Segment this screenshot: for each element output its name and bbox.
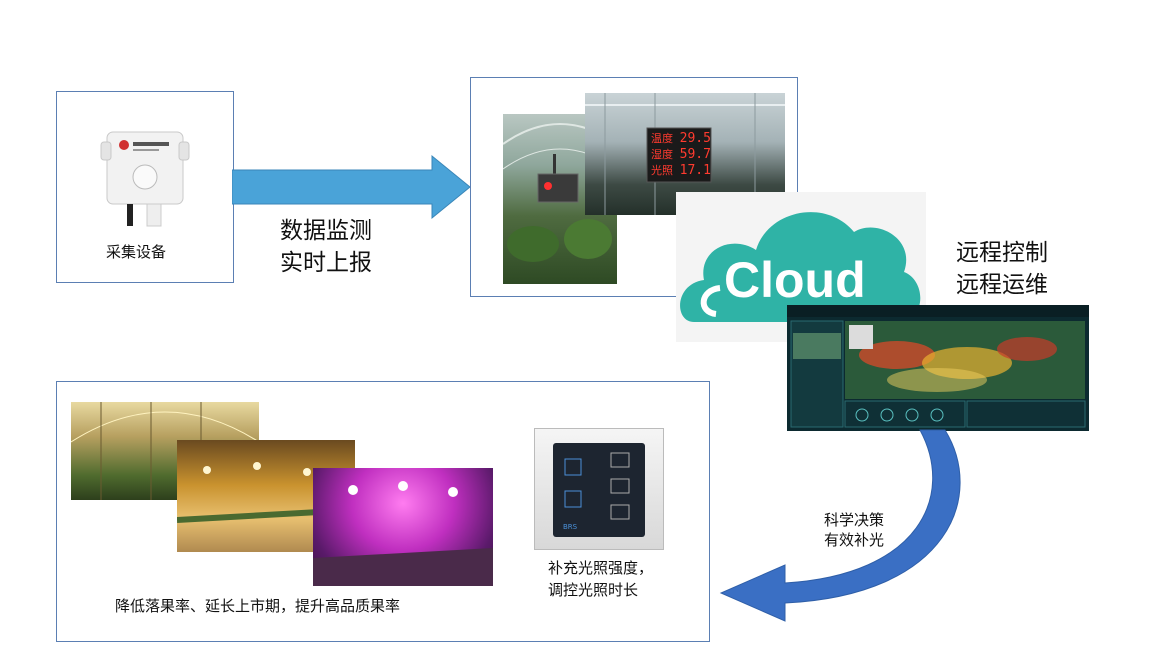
monitoring-box: 温度 29.5 湿度 59.7 光照 17.1: [470, 77, 798, 297]
cloud-text: Cloud: [724, 252, 866, 308]
decision-label-line1: 科学决策: [824, 511, 885, 529]
led-row-2-label: 湿度: [651, 148, 673, 161]
panel-label-line1: 补充光照强度，: [548, 559, 654, 577]
control-label-line1: 远程控制: [956, 240, 1048, 266]
monitor-label-line1: 数据监测: [280, 218, 372, 244]
result-label: 降低落果率、延长上市期，提升高品质果率: [115, 597, 401, 615]
led-row-3: 光照 17.1: [651, 163, 711, 179]
decision-label-line2: 有效补光: [824, 531, 885, 549]
led-row-1: 温度 29.5: [651, 131, 711, 147]
panel-label-line2: 调控光照时长: [548, 581, 639, 599]
svg-text:BRS: BRS: [563, 523, 578, 531]
cloud-icon: [680, 212, 921, 322]
right-arrow: [232, 154, 471, 220]
led-row-3-label: 光照: [651, 164, 673, 177]
lighting-box: BRS 补充光照强度， 调控光照时长 降低落果率、延长上市期，提升高品质果率: [56, 381, 710, 642]
led-row-1-value: 29.5: [679, 131, 711, 146]
control-label-line2: 远程运维: [956, 272, 1048, 298]
sensor-box: 采集设备: [56, 91, 234, 283]
curved-arrow: [719, 429, 961, 622]
sensor-label: 采集设备: [106, 243, 167, 261]
sensor-device-illustration: [100, 131, 190, 227]
grow-light-photo: [313, 468, 493, 586]
light-control-panel: BRS: [534, 428, 664, 550]
led-row-2-value: 59.7: [679, 147, 711, 162]
dashboard-screenshot: [787, 305, 1089, 431]
led-row-2: 湿度 59.7: [651, 147, 711, 163]
led-row-3-value: 17.1: [679, 163, 711, 178]
monitor-label-line2: 实时上报: [280, 250, 372, 276]
led-row-1-label: 温度: [651, 132, 673, 145]
